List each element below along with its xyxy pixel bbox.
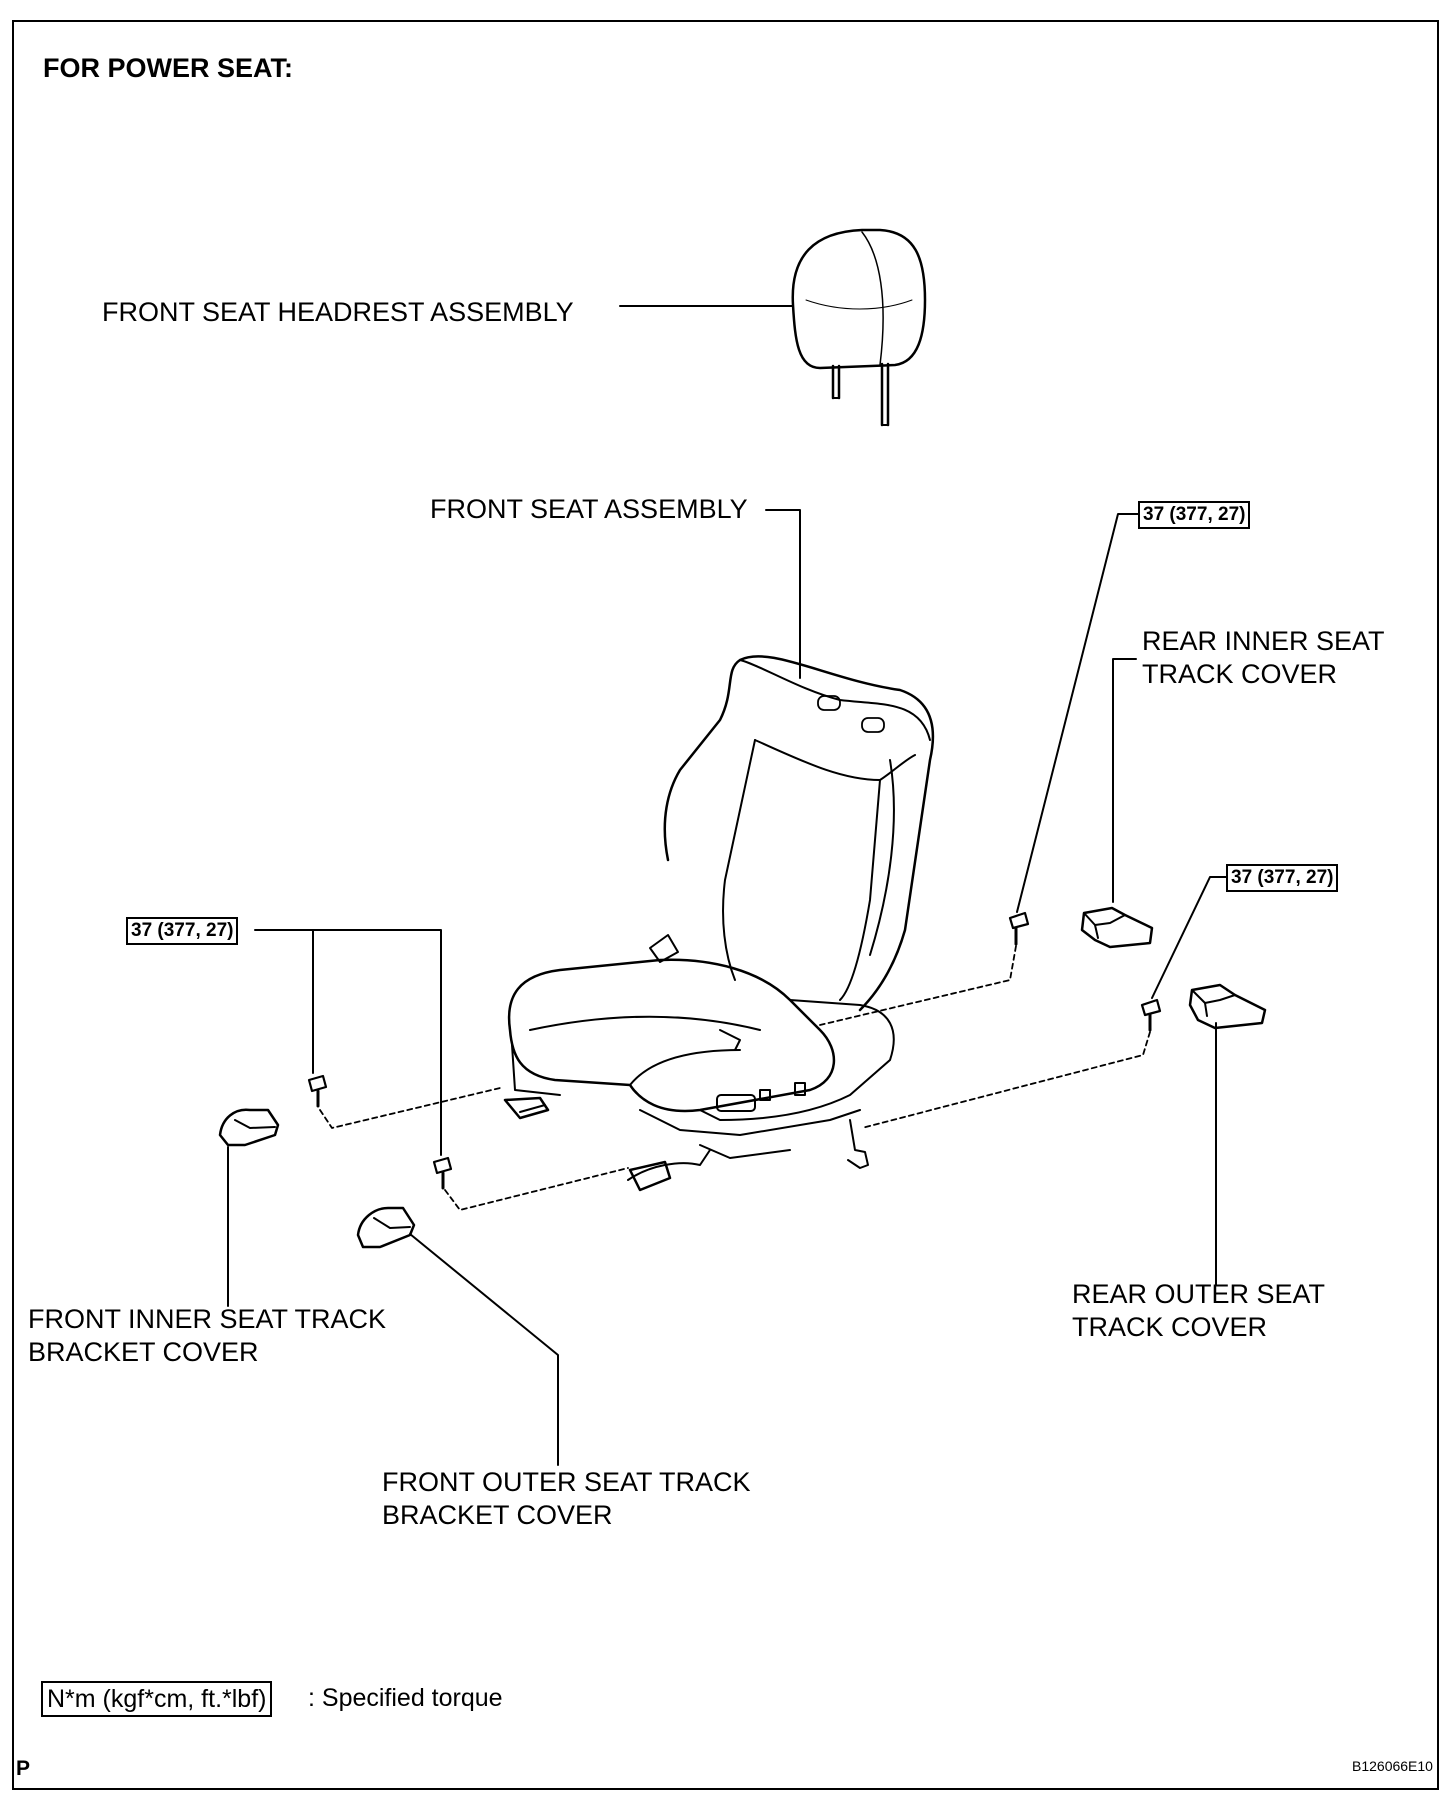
label-front-outer-line-1: FRONT OUTER SEAT TRACK [382, 1467, 751, 1497]
label-rear-outer-line-1: REAR OUTER SEAT [1072, 1279, 1326, 1309]
rear-outer-cover-illustration [1188, 983, 1267, 1030]
front-inner-cover-illustration [218, 1108, 280, 1147]
diagram-frame [12, 20, 1439, 1790]
bolt-rear-inner [1008, 911, 1030, 946]
seat-illustration [503, 655, 935, 1192]
bolt-front-inner [307, 1074, 328, 1108]
label-front-inner-line-1: FRONT INNER SEAT TRACK [28, 1304, 387, 1334]
torque-front: 37 (377, 27) [126, 917, 239, 945]
legend-torque-text: : Specified torque [308, 1684, 503, 1712]
label-rear-inner-cover: REAR INNER SEAT TRACK COVER [1142, 625, 1385, 691]
bolt-front-outer [432, 1156, 453, 1190]
label-rear-outer-line-2: TRACK COVER [1072, 1312, 1268, 1342]
label-headrest-assembly: FRONT SEAT HEADREST ASSEMBLY [102, 297, 574, 327]
label-rear-outer-cover: REAR OUTER SEAT TRACK COVER [1072, 1278, 1325, 1344]
legend-torque-unit: N*m (kgf*cm, ft.*lbf) [41, 1681, 273, 1717]
leader-lines [227, 305, 1227, 1466]
label-front-inner-cover: FRONT INNER SEAT TRACK BRACKET COVER [28, 1303, 386, 1369]
front-outer-cover-illustration [356, 1206, 416, 1249]
label-seat-assembly: FRONT SEAT ASSEMBLY [430, 494, 748, 524]
headrest-illustration [791, 228, 927, 427]
label-front-inner-line-2: BRACKET COVER [28, 1337, 259, 1367]
torque-rear-outer: 37 (377, 27) [1226, 864, 1339, 892]
label-front-outer-line-2: BRACKET COVER [382, 1500, 613, 1530]
label-front-outer-cover: FRONT OUTER SEAT TRACK BRACKET COVER [382, 1466, 751, 1532]
rear-inner-cover-illustration [1080, 906, 1154, 949]
figure-id: B126066E10 [1352, 1758, 1433, 1774]
install-dashed-lines [319, 945, 1151, 1211]
corner-mark: P [16, 1757, 31, 1780]
bolt-rear-outer [1140, 998, 1162, 1032]
torque-rear-inner: 37 (377, 27) [1138, 501, 1251, 529]
page-heading: FOR POWER SEAT: [43, 53, 294, 83]
label-rear-inner-line-1: REAR INNER SEAT [1142, 626, 1385, 656]
label-rear-inner-line-2: TRACK COVER [1142, 659, 1338, 689]
